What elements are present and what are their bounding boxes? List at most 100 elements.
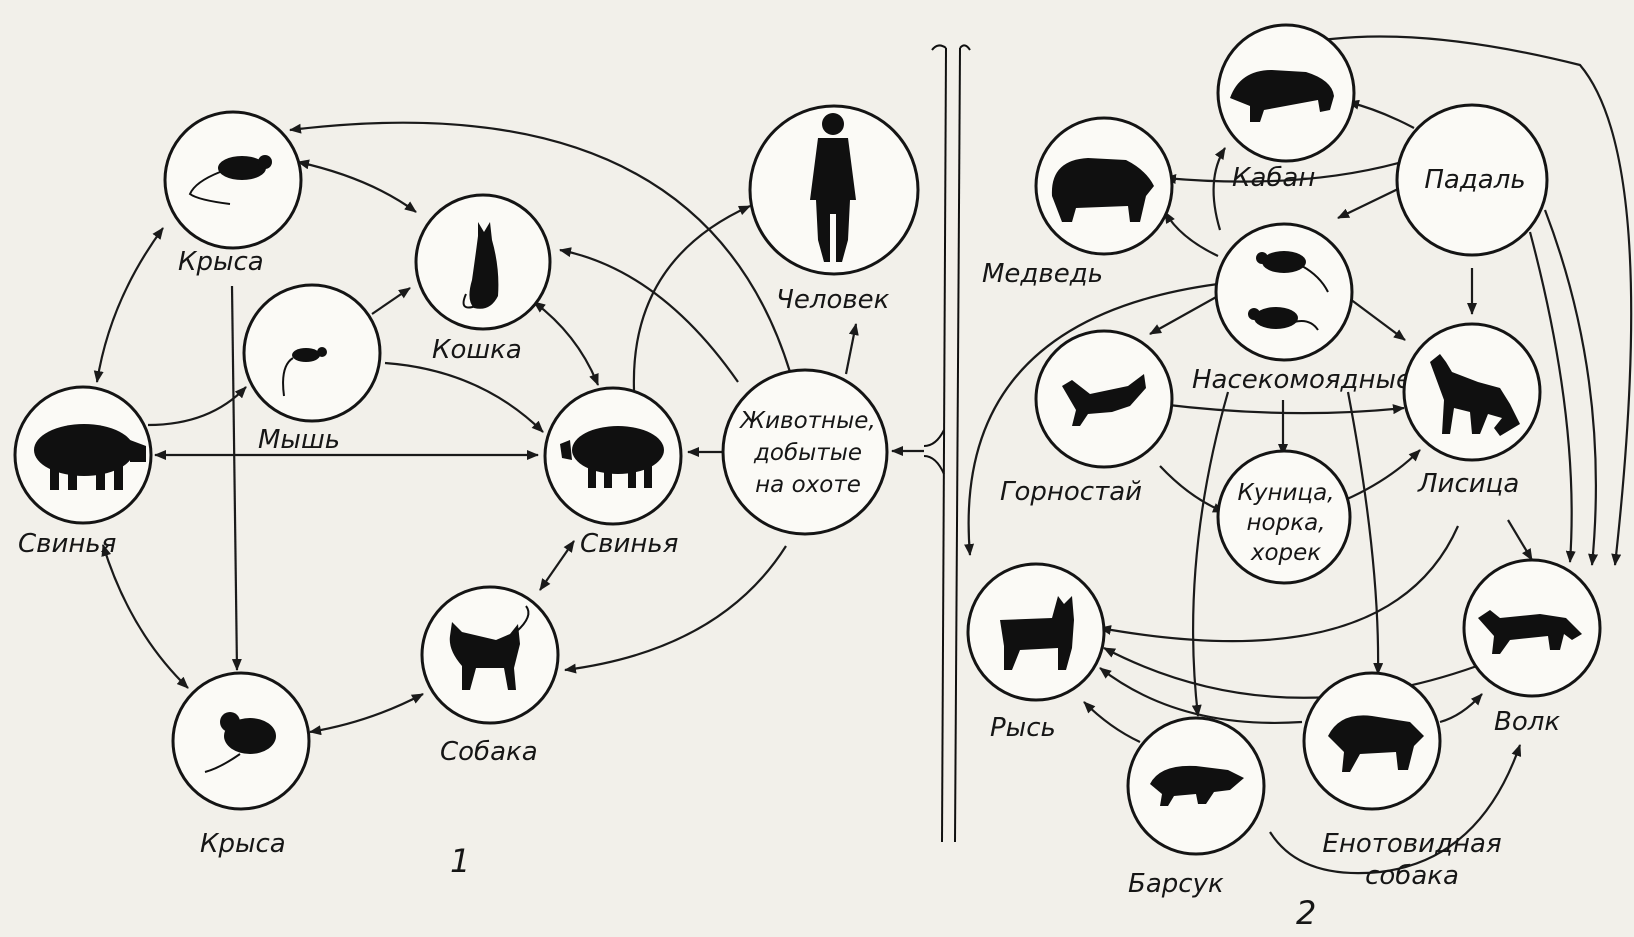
edge-insect-ermine [1149,295,1219,335]
panel-number-1: 1 [450,842,470,880]
edge-insect-boar [1212,147,1226,231]
lynx-icon [1000,596,1074,670]
edge-insect-raccoon [1346,391,1384,675]
label-raccoon-dog-line2: собака [1365,861,1459,891]
label-pig-left: Свинья [18,529,116,559]
label-badger: Барсук [1128,869,1224,899]
label-marten-line3: хорек [1250,540,1321,566]
bear-icon [1051,158,1154,222]
edge-hunt-rat [289,121,792,373]
edge-badger-lynx [1083,701,1141,743]
node-dog [420,585,560,725]
edge-raccoon-lynx [1099,667,1303,724]
edge-pigmid-human [632,204,751,391]
mouse-icon [282,347,327,397]
label-carrion: Падаль [1424,165,1525,195]
label-rat-bottom: Крыса [200,829,286,859]
edge-pig-mouse [147,386,247,427]
label-hunt-line3: на охоте [755,472,861,498]
node-bear [1034,116,1174,256]
label-bear: Медведь [982,259,1103,289]
edge-pigmid-dog [539,540,575,591]
label-lynx: Рысь [990,713,1056,743]
edge-fox-wolf [1507,519,1533,561]
edge-ermine-marten [1159,465,1225,514]
node-insectivores [1214,222,1354,362]
node-hunt [721,368,889,536]
edge-raccoon-wolf [1439,693,1483,724]
edge-fox-lynx [1099,525,1460,643]
node-pig-mid [543,386,683,526]
label-rat-top: Крыса [178,247,264,277]
human-icon [810,113,856,262]
edge-carrion-insect [1337,187,1401,219]
node-wolf [1462,558,1602,698]
node-rat-top [163,110,303,250]
badger-icon [1150,765,1244,806]
dog-icon [449,605,530,690]
node-pig-left [13,385,153,525]
pig-icon [34,424,146,490]
label-insectivores: Насекомоядные [1192,365,1412,395]
label-hunt-line2: добытые [753,440,862,466]
node-cat [414,193,552,331]
node-mouse [242,283,382,423]
edge-rat-pig [93,227,164,383]
raccoon-dog-icon [1328,715,1424,772]
edge-carrion-boar [1347,99,1415,129]
edge-ratbottom-dog [309,693,424,736]
pig-icon [560,426,664,488]
node-fox [1402,322,1542,462]
edge-rat-ratbottom [230,285,242,671]
edge-pig-ratbottom [101,544,189,689]
edge-insect-bear [1164,211,1219,257]
node-marten [1216,449,1352,585]
label-hunt-line1: Животные, [738,408,875,434]
node-raccoon-dog [1302,671,1442,811]
node-lynx [966,562,1106,702]
label-human: Человек [776,285,890,315]
edge-wolf-lynx [1103,647,1489,699]
label-marten-line2: норка, [1246,510,1325,536]
wolf-icon [1478,610,1582,654]
edge-ermine-fox [1159,402,1405,415]
node-badger [1126,716,1266,856]
panel-number-2: 2 [1296,894,1316,932]
label-pig-mid: Свинья [580,529,678,559]
edge-mouse-cat [371,287,411,315]
fox-icon [1430,354,1520,436]
node-rat-bottom [171,671,311,811]
label-cat: Кошка [432,335,522,365]
edge-hunt-human [844,323,859,375]
node-boar [1216,23,1356,163]
edge-boar-wolf [1289,35,1633,566]
edge-carrion-wolf [1528,231,1576,563]
label-dog: Собака [440,737,538,767]
edge-carrion-wolf2 [1543,209,1599,566]
label-mouse: Мышь [258,425,340,455]
label-wolf: Волк [1494,707,1560,737]
panel-divider [891,44,971,843]
edge-carrion-bear [1164,160,1403,184]
label-boar: Кабан [1232,163,1315,193]
rat-icon [204,712,276,773]
rat-icon [188,155,272,205]
edge-cat-pigmid [533,301,600,386]
ermine-icon [1062,374,1146,426]
edge-marten-fox [1344,449,1421,502]
cat-icon [462,222,499,309]
node-ermine [1034,329,1174,469]
edge-insect-lynx [964,282,1219,556]
edge-mouse-pigmid [384,361,544,433]
food-web-edges [93,35,1633,875]
label-fox: Лисица [1417,469,1519,499]
node-carrion [1395,103,1549,257]
edge-hunt-dog [564,545,787,674]
edge-badger-wolf [1269,744,1522,875]
edge-hunt-cat [559,247,739,383]
shrew-icon [1248,251,1329,331]
label-ermine: Горностай [1000,477,1142,507]
label-raccoon-dog-line1: Енотовидная [1322,829,1501,859]
boar-icon [1230,70,1334,122]
